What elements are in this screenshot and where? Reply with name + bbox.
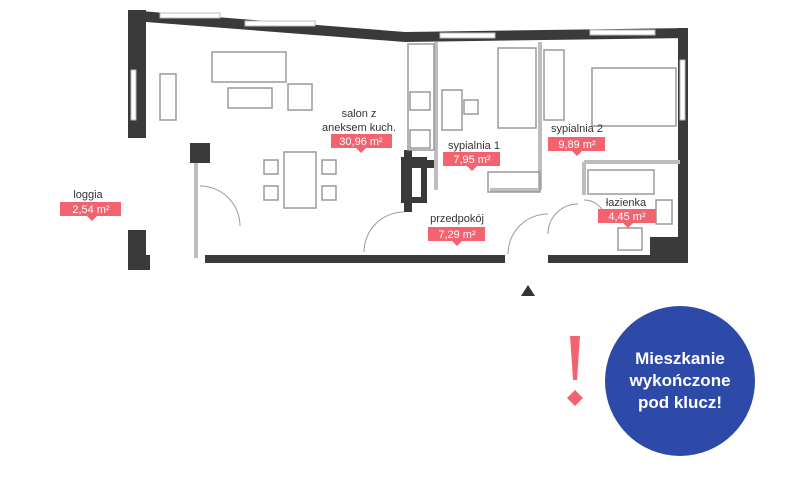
room-label-lazienka: łazienka bbox=[606, 197, 647, 209]
armchair-left bbox=[159, 73, 177, 121]
room-salon: salon z aneksem kuch. 30,96 m² bbox=[322, 108, 396, 153]
area-sypialnia1: 7,95 m² bbox=[453, 154, 491, 166]
wall-loggia-divider bbox=[190, 143, 210, 163]
room-label-przedpokoj: przedpokój bbox=[430, 213, 484, 225]
room-label-salon-line2: aneksem kuch. bbox=[322, 122, 396, 134]
bathtub bbox=[587, 169, 655, 195]
room-label-sypialnia2: sypialnia 2 bbox=[551, 123, 603, 135]
area-salon: 30,96 m² bbox=[339, 136, 383, 148]
room-lazienka: łazienka 4,45 m² bbox=[598, 197, 656, 228]
promo-badge: Mieszkanie wykończone pod klucz! bbox=[605, 306, 755, 456]
wall-salon-hall bbox=[404, 160, 436, 168]
window-top-3 bbox=[439, 32, 496, 39]
door-entrance bbox=[507, 213, 549, 255]
door-salon bbox=[363, 211, 405, 253]
area-tag-lazienka bbox=[598, 209, 656, 228]
window-top-1 bbox=[159, 12, 221, 19]
wall-corner-bath bbox=[650, 237, 678, 257]
partitions bbox=[194, 42, 680, 258]
window-right bbox=[679, 59, 686, 121]
door-bath bbox=[547, 203, 579, 235]
window-top-4 bbox=[589, 29, 656, 36]
coffee-table bbox=[227, 87, 273, 109]
wall-bottom bbox=[205, 255, 505, 263]
area-loggia: 2,54 m² bbox=[72, 204, 110, 216]
chair-bed1 bbox=[463, 99, 479, 115]
area-przedpokoj: 7,29 m² bbox=[438, 229, 476, 241]
room-label-salon-line1: salon z bbox=[342, 108, 377, 120]
room-sypialnia2: sypialnia 2 9,89 m² bbox=[548, 123, 605, 156]
room-przedpokoj: przedpokój 7,29 m² bbox=[428, 213, 485, 246]
armchair-right bbox=[287, 83, 313, 111]
area-tag-sypialnia1 bbox=[443, 152, 500, 171]
exclamation-icon bbox=[567, 336, 583, 406]
bath-sink bbox=[617, 227, 643, 251]
wall-bottom-right bbox=[548, 255, 688, 263]
chair-3 bbox=[321, 159, 337, 175]
area-sypialnia2: 9,89 m² bbox=[558, 139, 596, 151]
window-top-2 bbox=[244, 20, 316, 27]
wall-bottom-left bbox=[128, 255, 150, 270]
room-label-sypialnia1: sypialnia 1 bbox=[448, 140, 500, 152]
bed1 bbox=[497, 47, 537, 129]
stove bbox=[409, 129, 431, 149]
chair-2 bbox=[263, 185, 279, 201]
room-label-loggia: loggia bbox=[73, 189, 103, 201]
desk-bed1 bbox=[441, 89, 463, 131]
area-tag-loggia bbox=[60, 202, 121, 221]
area-tag-przedpokoj bbox=[428, 227, 485, 246]
door-loggia bbox=[199, 185, 241, 227]
bed2 bbox=[591, 67, 677, 127]
doors bbox=[199, 185, 607, 255]
wardrobe-bed1 bbox=[543, 49, 565, 121]
entrance-arrow-icon bbox=[521, 285, 535, 296]
toilet bbox=[655, 199, 673, 225]
area-lazienka: 4,45 m² bbox=[608, 211, 646, 223]
promo-badge-text: Mieszkanie wykończone pod klucz! bbox=[629, 349, 731, 412]
room-loggia: loggia 2,54 m² bbox=[60, 189, 121, 221]
kitchen-counter bbox=[407, 43, 435, 151]
kitchen-sink bbox=[409, 91, 431, 111]
window-left bbox=[130, 69, 137, 121]
chair-1 bbox=[263, 159, 279, 175]
chair-4 bbox=[321, 185, 337, 201]
wardrobe-hall bbox=[487, 171, 541, 193]
windows bbox=[130, 12, 686, 121]
area-tag-sypialnia2 bbox=[548, 137, 605, 156]
furniture bbox=[159, 43, 677, 251]
sofa bbox=[211, 51, 287, 83]
room-sypialnia1: sypialnia 1 7,95 m² bbox=[443, 140, 500, 171]
dining-table bbox=[283, 151, 317, 209]
wall-pillar bbox=[401, 157, 427, 203]
wall-right bbox=[678, 28, 688, 260]
wall-salon-kitchen-stub bbox=[404, 150, 412, 212]
area-tag-salon bbox=[331, 134, 392, 153]
